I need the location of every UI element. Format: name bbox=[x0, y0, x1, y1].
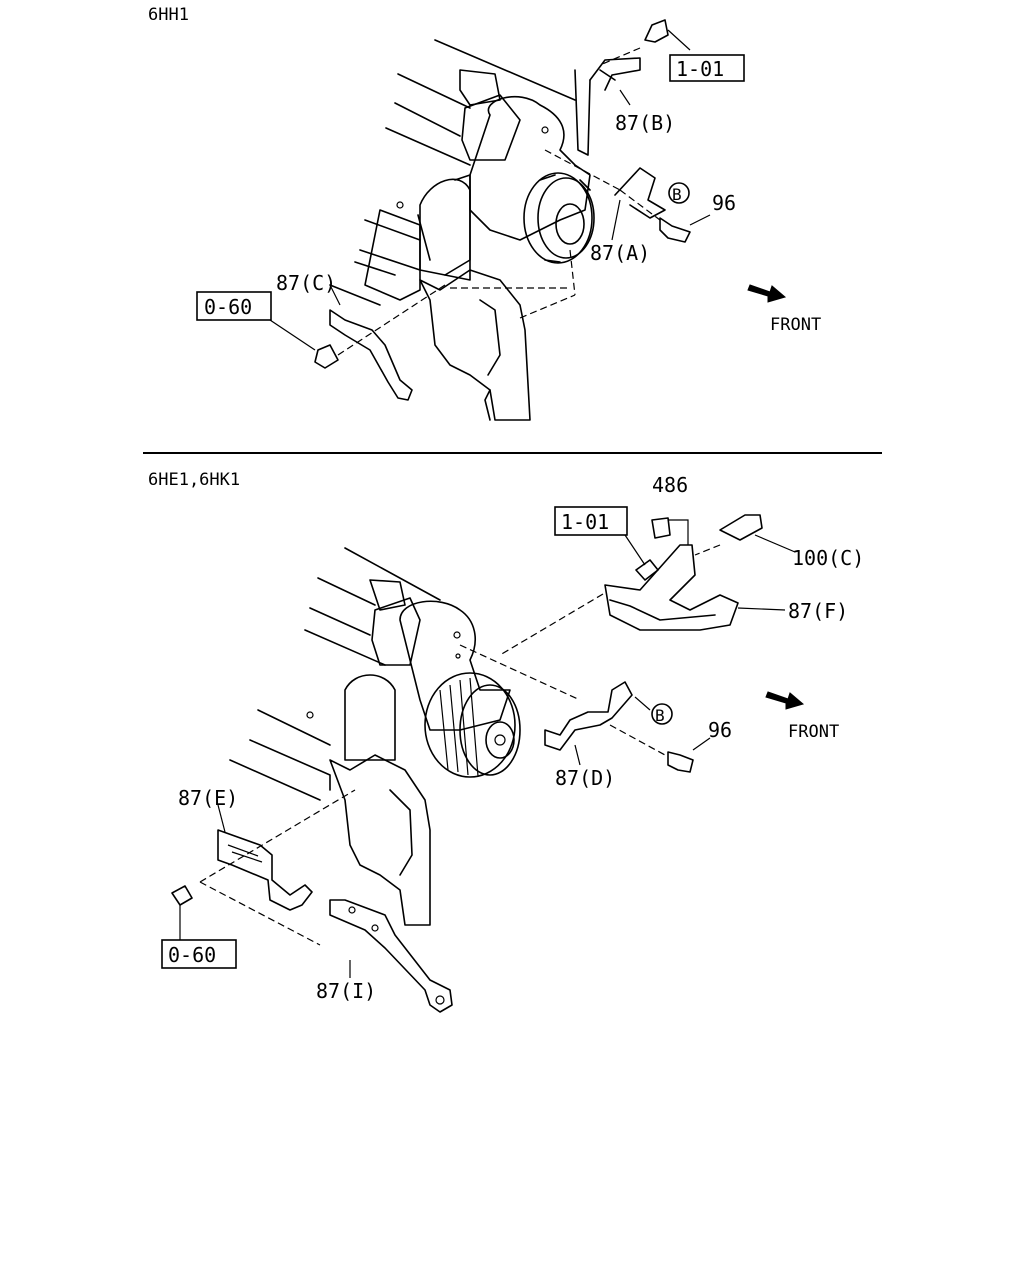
ref-0-60-label-bottom[interactable]: 0-60 bbox=[168, 943, 216, 967]
variant-label-6hh1: 6HH1 bbox=[148, 5, 189, 25]
part-label-96-bottom[interactable]: 96 bbox=[708, 718, 732, 742]
ref-box-1-01-bottom[interactable] bbox=[554, 506, 628, 536]
marker-b-circle-top bbox=[668, 182, 690, 204]
part-label-87b[interactable]: 87(B) bbox=[615, 111, 675, 135]
part-label-100c[interactable]: 100(C) bbox=[792, 546, 864, 570]
bracket-87b-drawing bbox=[574, 19, 691, 156]
part-label-87f[interactable]: 87(F) bbox=[788, 599, 848, 623]
bracket-87c-drawing bbox=[269, 249, 576, 401]
front-arrow-icon bbox=[747, 284, 787, 303]
bracket-87a-drawing bbox=[544, 149, 711, 243]
marker-b-bottom: B bbox=[655, 706, 665, 725]
part-label-87e[interactable]: 87(E) bbox=[178, 786, 238, 810]
ref-box-0-60-top[interactable] bbox=[196, 291, 272, 321]
ref-1-01-label-bottom[interactable]: 1-01 bbox=[561, 510, 609, 534]
part-label-87d[interactable]: 87(D) bbox=[555, 766, 615, 790]
bracket-87i-drawing bbox=[329, 899, 453, 1013]
marker-b-top: B bbox=[672, 185, 682, 204]
ref-box-1-01-top[interactable] bbox=[669, 54, 745, 82]
engine-block-drawing-bottom bbox=[229, 547, 511, 926]
part-label-87i[interactable]: 87(I) bbox=[316, 979, 376, 1003]
part-label-87c[interactable]: 87(C) bbox=[276, 271, 336, 295]
bracket-87d-drawing bbox=[459, 644, 711, 773]
fan-pulley-drawing-bottom bbox=[424, 672, 521, 778]
ref-0-60-label-top[interactable]: 0-60 bbox=[204, 295, 252, 319]
fan-pulley-drawing bbox=[523, 172, 595, 264]
part-label-486[interactable]: 486 bbox=[652, 473, 688, 497]
section-6hh1: 6HH1 bbox=[148, 5, 821, 421]
part-label-96-top[interactable]: 96 bbox=[712, 191, 736, 215]
front-arrow-icon-bottom bbox=[765, 691, 805, 710]
marker-b-circle-bottom bbox=[651, 703, 673, 725]
engine-block-drawing bbox=[329, 39, 591, 421]
ref-1-01-label-top[interactable]: 1-01 bbox=[676, 57, 724, 81]
bracket-87f-drawing bbox=[499, 514, 796, 656]
ref-box-0-60-bottom[interactable] bbox=[161, 939, 237, 969]
front-label-bottom: FRONT bbox=[788, 722, 839, 742]
variant-label-6he1-6hk1: 6HE1,6HK1 bbox=[148, 470, 240, 490]
part-label-87a[interactable]: 87(A) bbox=[590, 241, 650, 265]
bracket-87e-drawing bbox=[171, 789, 356, 946]
front-label-top: FRONT bbox=[770, 315, 821, 335]
section-6he1-6hk1: 6HE1,6HK1 bbox=[148, 470, 864, 1013]
